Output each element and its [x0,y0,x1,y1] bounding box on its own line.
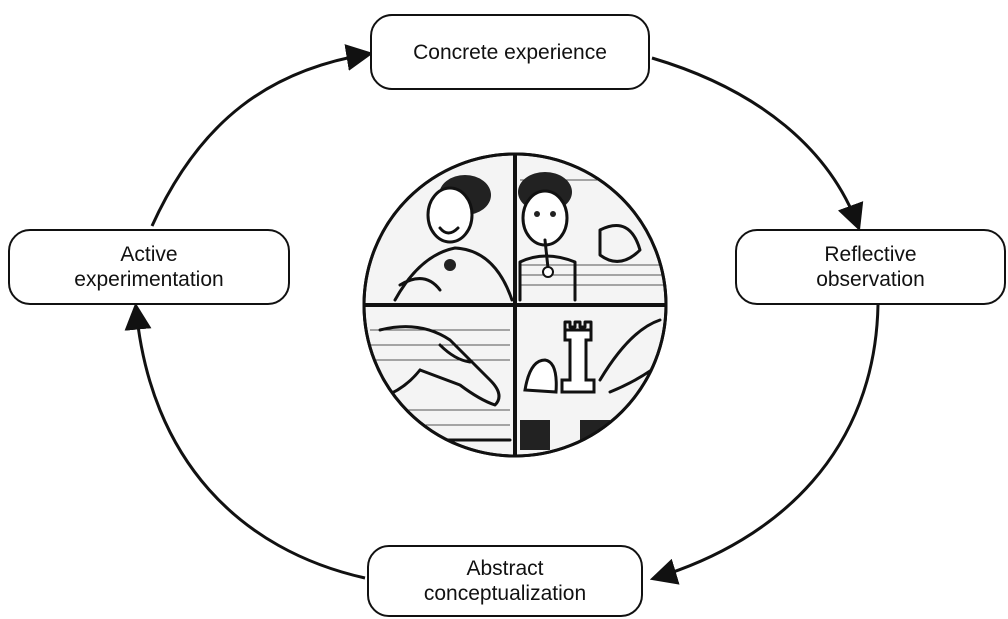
node-label: Concrete experience [413,40,607,64]
node-label-line-2: experimentation [74,268,224,291]
edge-active-to-concrete [150,44,374,227]
node-label-line-2: observation [816,268,925,291]
node-concrete-experience: Concrete experience [370,14,650,90]
edge-reflective-to-abstract [649,304,880,585]
node-label-line-2: conceptualization [423,582,587,605]
node-active-experimentation: Active experimentation [8,229,290,305]
node-label-line-1: Reflective [824,243,917,266]
center-illustration [362,152,668,458]
node-label-line-1: Abstract [466,557,544,580]
node-label-line-1: Active [120,243,178,266]
person-feeling-icon [393,175,514,302]
edge-concrete-to-reflective [651,56,864,232]
node-abstract-conceptualization: Abstract conceptualization [367,545,643,617]
person-watching-icon [518,165,642,302]
node-reflective-observation: Reflective observation [735,229,1006,305]
edge-abstract-to-active [124,302,366,580]
